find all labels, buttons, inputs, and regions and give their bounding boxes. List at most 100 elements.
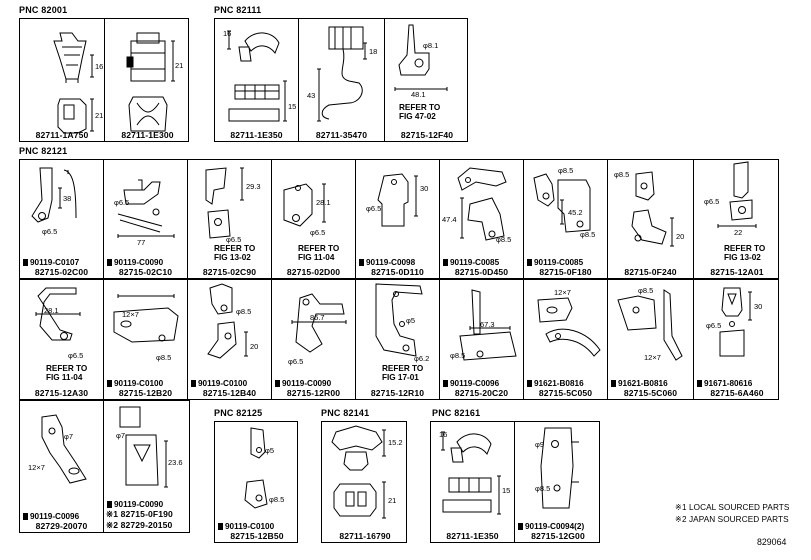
bolt-label[interactable]: 90119-C0085 <box>527 258 583 267</box>
part-cell[interactable]: 15.2 21 82711-16790 <box>322 422 408 542</box>
part-number[interactable]: 82715-12F40 <box>400 130 454 140</box>
part-number[interactable]: 82711-16790 <box>339 531 391 541</box>
part-cell[interactable]: φ8.5 20 90119-C0100 82715-12B40 <box>188 280 272 399</box>
bolt-label[interactable]: 90119-C0090 <box>107 500 163 509</box>
part-number[interactable]: 82715-5C050 <box>538 388 593 398</box>
refer-line: FIG 11-04 <box>46 373 83 382</box>
part-cell[interactable]: φ8.1 48.1 REFER TO FIG 47-02 82715-12F40 <box>385 19 469 141</box>
part-number[interactable]: 82715-0F240 <box>624 267 677 277</box>
part-cell[interactable]: 28.1 φ6.5 REFER TO FIG 11-04 82715-02D00 <box>272 160 356 278</box>
refer-note: REFER TO FIG 13-02 <box>214 244 255 262</box>
part-number[interactable]: 82715-20C20 <box>454 388 509 398</box>
bolt-label[interactable]: 90119-C0094(2) <box>518 522 584 531</box>
part-group-82001: 16 21 82711-1A750 21 82711-1E300 <box>19 18 189 142</box>
bolt-icon <box>107 259 112 266</box>
part-cell[interactable]: 30 φ6.5 91671-80616 82715-6A460 <box>694 280 780 399</box>
part-number[interactable]: 82715-02C10 <box>118 267 173 277</box>
part-cell[interactable]: φ8.5 20 82715-0F240 <box>608 160 694 278</box>
bolt-label[interactable]: 90119-C0096 <box>443 379 499 388</box>
dimension-label: 30 <box>420 184 429 193</box>
part-number[interactable]: 82715-12A01 <box>710 267 764 277</box>
bolt-icon <box>275 380 280 387</box>
part-cell[interactable]: φ8.5 45.2 φ8.5 90119-C0085 82715-0F180 <box>524 160 608 278</box>
refer-note: REFER TO FIG 11-04 <box>298 244 339 262</box>
part-number[interactable]: 82715-6A460 <box>710 388 764 398</box>
part-cell[interactable]: 18 43 82711-35470 <box>299 19 385 141</box>
part-number[interactable]: 82715-0D450 <box>454 267 509 277</box>
bolt-icon <box>359 259 364 266</box>
part-number[interactable]: 82729-20070 <box>35 521 88 531</box>
bolt-label[interactable]: 90119-C0100 <box>107 379 163 388</box>
bolt-label[interactable]: 90119-C0096 <box>23 512 79 521</box>
part-number[interactable]: 82715-0D110 <box>371 267 424 277</box>
part-cell[interactable]: 38 φ6.5 90119-C0107 82715-02C00 <box>20 160 104 278</box>
part-number[interactable]: 82715-12R00 <box>286 388 341 398</box>
part-number[interactable]: 82715-12A30 <box>34 388 89 398</box>
bolt-label[interactable]: 90119-C0090 <box>275 379 331 388</box>
part-number[interactable]: 82715-12B40 <box>202 388 257 398</box>
part-cell[interactable]: φ7 23.6 90119-C0090 ※1 82715-0F190 ※2 82… <box>104 401 191 532</box>
part-cell[interactable]: φ8.5 12×7 91621-B0816 82715-5C060 <box>608 280 694 399</box>
part-number[interactable]: 82711-1E350 <box>230 130 283 140</box>
part-number[interactable]: 82711-35470 <box>315 130 368 140</box>
part-number[interactable]: 82715-02C00 <box>34 267 89 277</box>
part-cell[interactable]: 12×7 φ8.5 90119-C0100 82715-12B20 <box>104 280 188 399</box>
part-cell[interactable]: 28.1 φ6.5 REFER TO FIG 11-04 82715-12A30 <box>20 280 104 399</box>
refer-line: FIG 47-02 <box>399 112 436 121</box>
part-cell[interactable]: 30 φ6.5 90119-C0098 82715-0D110 <box>356 160 440 278</box>
dimension-label: 48.1 <box>411 90 426 99</box>
bolt-label[interactable]: 90119-C0100 <box>218 522 274 531</box>
dimension-label: 15 <box>502 486 511 495</box>
refer-note: REFER TO FIG 17-01 <box>382 364 423 382</box>
bolt-number: 90119-C0100 <box>225 522 275 531</box>
part-cell[interactable]: 21 82711-1E300 <box>105 19 190 141</box>
dimension-label: 22 <box>734 228 743 237</box>
part-number[interactable]: 82715-12G00 <box>531 531 585 541</box>
part-number[interactable]: 82715-12R10 <box>370 388 425 398</box>
part-number[interactable]: ※2 82729-20150 <box>106 520 173 530</box>
figure-id: 829064 <box>757 537 787 547</box>
part-cell[interactable]: 47.4 φ8.5 90119-C0085 82715-0D450 <box>440 160 524 278</box>
part-number[interactable]: 82711-1E300 <box>121 130 174 140</box>
part-cell[interactable]: 16 21 82711-1A750 <box>20 19 105 141</box>
part-cell[interactable]: 16 15 82711-1E350 <box>215 19 299 141</box>
part-cell[interactable]: 67.3 φ8.5 90119-C0096 82715-20C20 <box>440 280 524 399</box>
bolt-label[interactable]: 91671-80616 <box>697 379 752 388</box>
clip-drawing <box>53 32 94 134</box>
part-number[interactable]: 82715-12B50 <box>230 531 284 541</box>
part-cell[interactable]: φ7 12×7 90119-C0096 82729-20070 <box>20 401 104 532</box>
pnc-label: PNC 82161 <box>432 408 481 418</box>
bolt-label[interactable]: 90119-C0100 <box>191 379 247 388</box>
part-cell[interactable]: φ6.5 77 90119-C0090 82715-02C10 <box>104 160 188 278</box>
part-cell[interactable]: 29.3 φ6.5 REFER TO FIG 13-02 82715-02C90 <box>188 160 272 278</box>
bolt-label[interactable]: 90119-C0098 <box>359 258 415 267</box>
dimension-label: 21 <box>175 61 184 70</box>
bolt-label[interactable]: 90119-C0090 <box>107 258 163 267</box>
part-cell[interactable]: 16 15 82711-1E350 <box>431 422 515 542</box>
part-cell[interactable]: φ6.5 22 REFER TO FIG 13-02 82715-12A01 <box>694 160 780 278</box>
part-number[interactable]: 82711-1A750 <box>35 130 89 140</box>
part-cell[interactable]: 12×7 91621-B0816 82715-5C050 <box>524 280 608 399</box>
part-cell[interactable]: φ5 φ8.5 90119-C0100 82715-12B50 <box>215 422 299 542</box>
part-cell[interactable]: φ5 φ6.2 REFER TO FIG 17-01 82715-12R10 <box>356 280 440 399</box>
dimension-label: 21 <box>95 111 104 120</box>
part-number[interactable]: 82711-1E350 <box>446 531 499 541</box>
part-number[interactable]: ※1 82715-0F190 <box>106 509 173 519</box>
dimension-label: φ6.5 <box>226 235 242 244</box>
bracket-drawing <box>375 283 423 357</box>
bolt-label[interactable]: 90119-C0085 <box>443 258 499 267</box>
bolt-label[interactable]: 91621-B0816 <box>527 379 584 388</box>
part-number[interactable]: 82715-5C060 <box>623 388 678 398</box>
part-number[interactable]: 82715-0F180 <box>539 267 592 277</box>
part-number[interactable]: 82715-02D00 <box>286 267 341 277</box>
dimension-label: 20 <box>676 232 685 241</box>
refer-line: REFER TO <box>298 244 340 253</box>
part-number[interactable]: 82715-12B20 <box>118 388 173 398</box>
bolt-label[interactable]: 91621-B0816 <box>611 379 668 388</box>
part-number[interactable]: 82715-02C90 <box>202 267 257 277</box>
dimension-label: 86.7 <box>310 313 325 322</box>
dimension-label: 38 <box>63 194 72 203</box>
part-cell[interactable]: φ9 φ8.5 90119-C0094(2) 82715-12G00 <box>515 422 601 542</box>
part-cell[interactable]: 86.7 φ6.5 90119-C0090 82715-12R00 <box>272 280 356 399</box>
bolt-label[interactable]: 90119-C0107 <box>23 258 79 267</box>
